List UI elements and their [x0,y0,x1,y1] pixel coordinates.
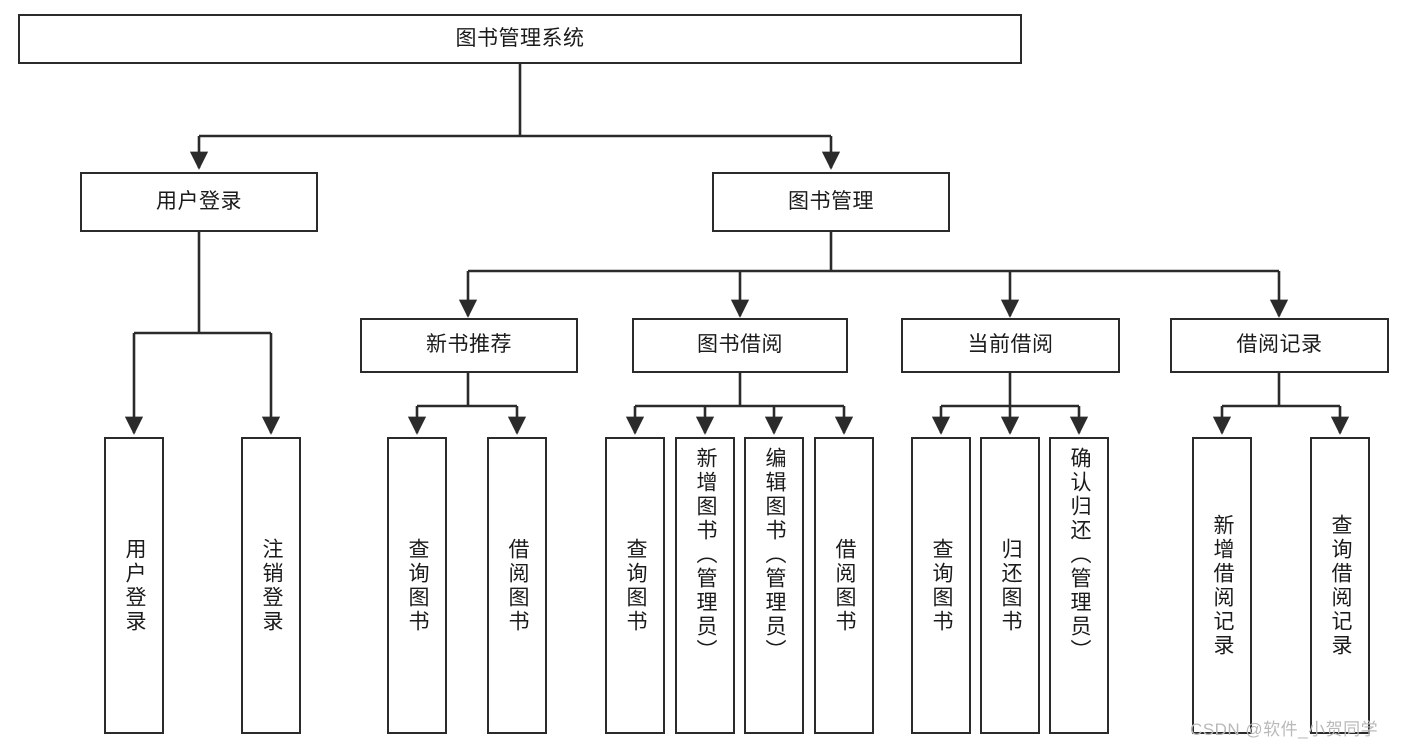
node-book-borrow-label: 图书借阅 [697,333,783,357]
node-leaf-user-login[interactable]: 用户登录 [104,437,164,734]
node-leaf-user-logout-label: 注销登录 [260,537,284,634]
node-book-borrow[interactable]: 图书借阅 [632,318,848,373]
node-leaf-borrow-book-1[interactable]: 借阅图书 [487,437,547,734]
node-leaf-return-book-label: 归还图书 [999,537,1023,634]
node-leaf-edit-book-label: 编辑图书（管理员） [763,447,787,663]
node-leaf-query-book-2[interactable]: 查询图书 [605,437,665,734]
node-leaf-borrow-book-2[interactable]: 借阅图书 [814,437,874,734]
node-leaf-return-book[interactable]: 归还图书 [980,437,1040,734]
node-leaf-query-record-label: 查询借阅记录 [1329,513,1353,658]
node-book-manage[interactable]: 图书管理 [712,172,950,232]
node-new-book-recommend[interactable]: 新书推荐 [360,318,578,373]
watermark: CSDN @软件_小贺同学 [1190,720,1379,739]
node-leaf-query-book-2-label: 查询图书 [624,537,648,634]
node-leaf-query-book-3[interactable]: 查询图书 [911,437,971,734]
node-leaf-add-book-label: 新增图书（管理员） [694,447,718,663]
node-leaf-add-record-label: 新增借阅记录 [1211,513,1235,658]
node-leaf-confirm-return-label: 确认归还（管理员） [1068,447,1092,663]
node-leaf-query-book-1[interactable]: 查询图书 [387,437,447,734]
node-leaf-query-record[interactable]: 查询借阅记录 [1310,437,1370,734]
node-current-borrow[interactable]: 当前借阅 [901,318,1120,373]
node-leaf-query-book-3-label: 查询图书 [930,537,954,634]
node-leaf-confirm-return[interactable]: 确认归还（管理员） [1049,437,1109,734]
node-borrow-record-label: 借阅记录 [1236,333,1323,357]
node-leaf-user-logout[interactable]: 注销登录 [241,437,301,734]
node-root[interactable]: 图书管理系统 [18,14,1022,64]
node-leaf-borrow-book-2-label: 借阅图书 [833,537,857,634]
node-leaf-borrow-book-1-label: 借阅图书 [506,537,530,634]
node-user-login[interactable]: 用户登录 [80,172,318,232]
node-leaf-edit-book[interactable]: 编辑图书（管理员） [744,437,804,734]
node-leaf-query-book-1-label: 查询图书 [406,537,430,634]
node-user-login-label: 用户登录 [156,189,242,213]
node-leaf-add-book[interactable]: 新增图书（管理员） [675,437,735,734]
node-root-label: 图书管理系统 [455,26,585,50]
node-new-book-recommend-label: 新书推荐 [426,333,512,357]
node-leaf-user-login-label: 用户登录 [123,537,147,634]
node-borrow-record[interactable]: 借阅记录 [1170,318,1389,373]
node-leaf-add-record[interactable]: 新增借阅记录 [1192,437,1252,734]
node-current-borrow-label: 当前借阅 [967,333,1054,357]
node-book-manage-label: 图书管理 [788,189,874,213]
